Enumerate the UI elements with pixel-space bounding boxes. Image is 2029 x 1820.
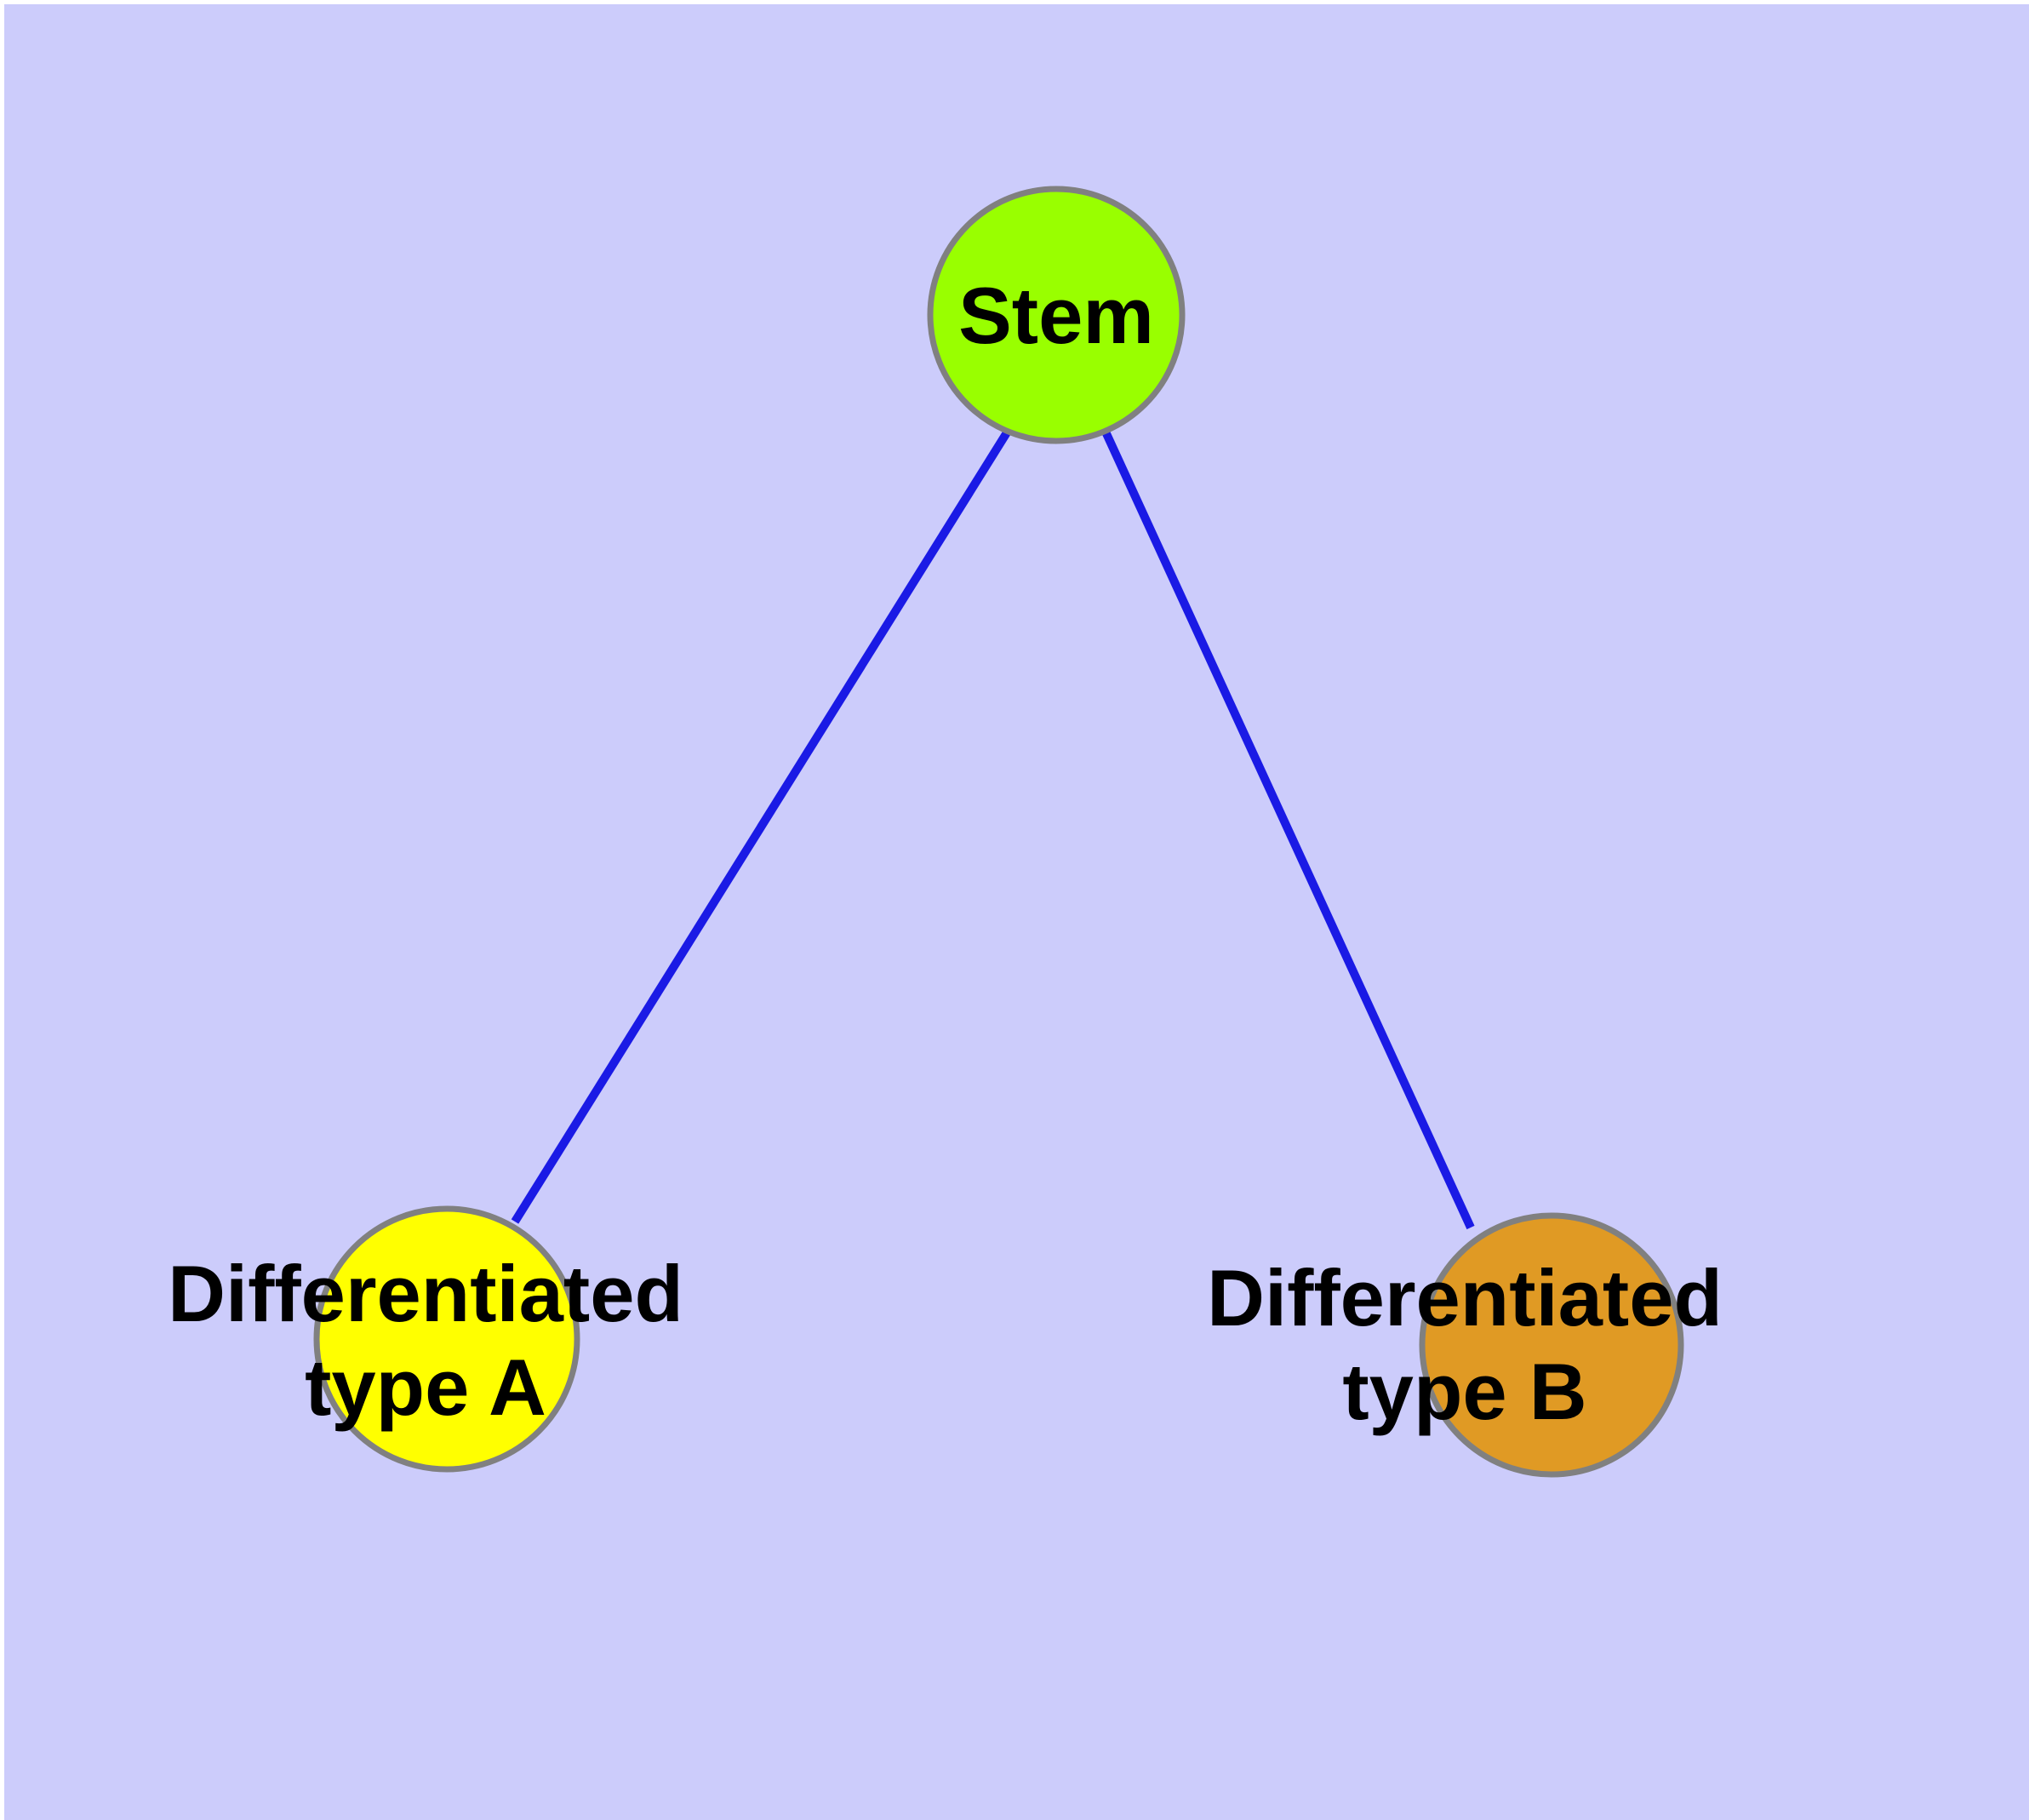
node-label-line: Differentiated [168,1249,683,1338]
graph-node-diff-b[interactable] [1419,1212,1684,1478]
node-label-line: Stem [958,271,1154,360]
node-label-line: Differentiated [1207,1253,1723,1342]
graph-node-diff-a[interactable] [313,1205,580,1473]
edge-layer [511,427,1475,1230]
node-layer [313,186,1684,1478]
graph-edge-stem-to-b [1100,427,1475,1230]
graph-node-stem[interactable] [927,186,1186,444]
node-label-line: type B [1342,1347,1586,1436]
graph-edge-stem-to-a [511,427,1013,1224]
node-label-stem: Stem [958,271,1154,360]
node-label-line: type A [305,1342,546,1432]
